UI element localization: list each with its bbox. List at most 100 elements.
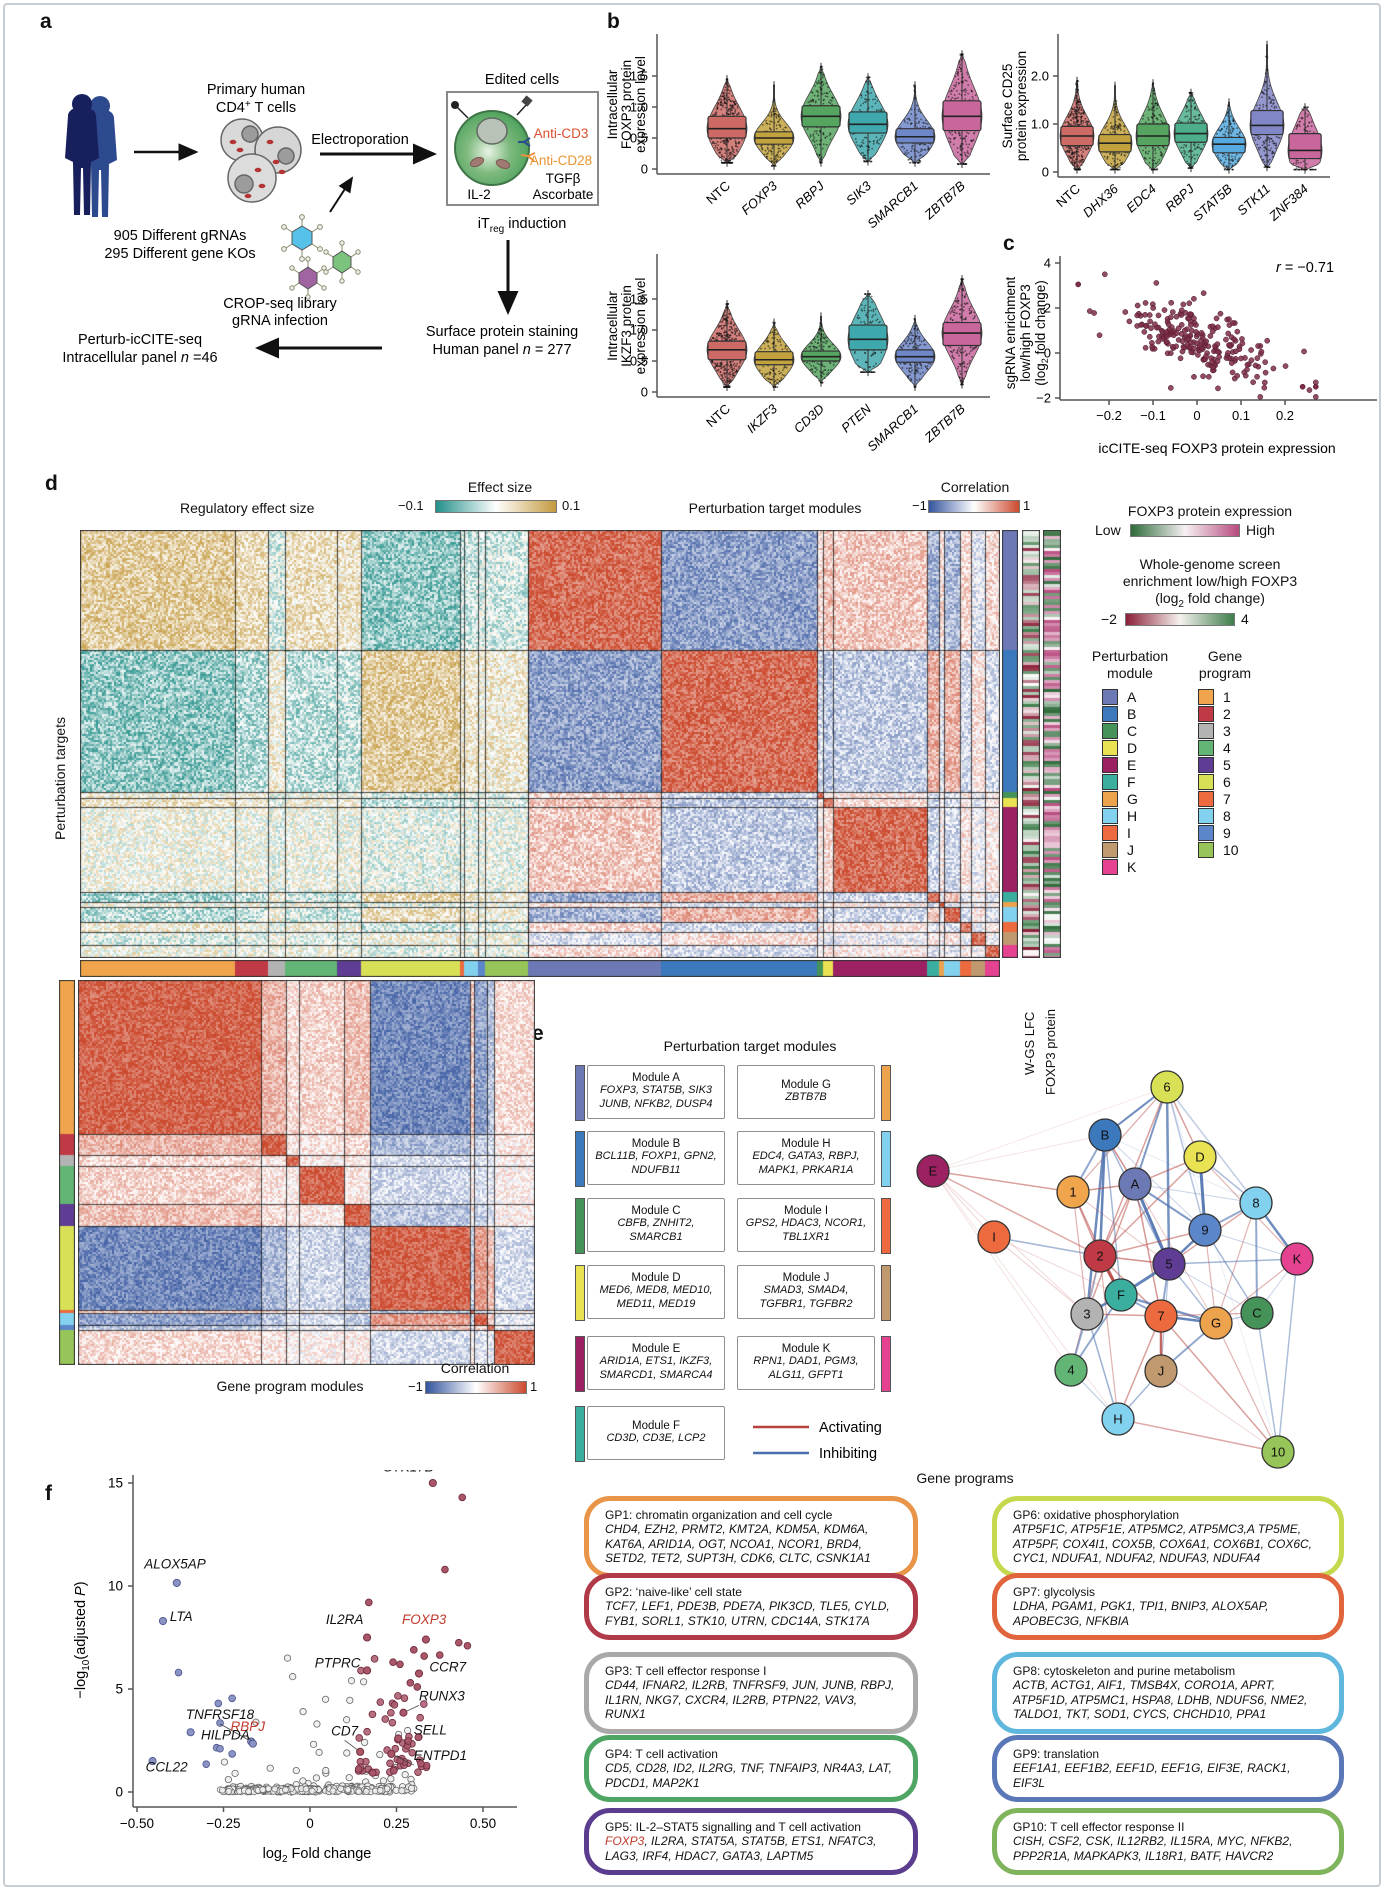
data-point [725, 322, 727, 324]
data-point [822, 365, 824, 368]
network-node-9[interactable] [1188, 1213, 1222, 1247]
data-point [1074, 121, 1077, 124]
data-point [1261, 384, 1268, 391]
data-point [868, 76, 870, 79]
data-point [733, 107, 736, 109]
network-node-7[interactable] [1144, 1299, 1178, 1333]
network-node-C[interactable] [1240, 1296, 1274, 1330]
network-edge-6-10 [1166, 1086, 1279, 1453]
network-node-4[interactable] [1054, 1353, 1088, 1387]
network-node-J[interactable] [1144, 1354, 1178, 1388]
data-point [1234, 328, 1241, 335]
network-node-1[interactable] [1056, 1175, 1090, 1209]
data-point [1270, 138, 1273, 140]
data-point [1115, 112, 1118, 114]
data-point [1273, 105, 1276, 108]
data-point [1106, 156, 1109, 159]
network-node-H[interactable] [1101, 1402, 1135, 1436]
data-point [727, 322, 729, 325]
data-point [1103, 155, 1106, 158]
category-label-NTC: NTC [703, 401, 733, 430]
data-point [1298, 125, 1301, 128]
data-point [959, 145, 962, 148]
data-point [899, 345, 902, 348]
data-point [724, 368, 726, 371]
data-point [1309, 130, 1311, 133]
module-genes: BCL11B, FOXP1, GPN2, NDUFB11 [595, 1150, 717, 1176]
data-point [1155, 117, 1158, 120]
data-point [903, 340, 906, 342]
network-node-K[interactable] [1280, 1242, 1314, 1276]
data-point [1071, 149, 1073, 152]
data-point [711, 361, 714, 364]
network-node-F[interactable] [1104, 1278, 1138, 1312]
data-point [966, 155, 969, 158]
module-color-bar [575, 1065, 585, 1121]
data-point [775, 117, 778, 119]
data-point [1151, 82, 1154, 85]
data-point [730, 161, 733, 164]
network-node-2[interactable] [1083, 1239, 1117, 1273]
data-point [731, 318, 733, 321]
network-edge-5-K [1168, 1258, 1298, 1265]
gene-program-label: 10 [1223, 841, 1239, 858]
data-point [729, 378, 732, 381]
data-point [1114, 120, 1117, 123]
network-node-10[interactable] [1261, 1435, 1295, 1469]
network-node-6[interactable] [1150, 1070, 1184, 1104]
data-point [824, 136, 827, 139]
data-point [822, 333, 825, 336]
network-node-B[interactable] [1088, 1118, 1122, 1152]
network-node-G[interactable] [1199, 1306, 1233, 1340]
data-point [820, 89, 823, 92]
network-node-5[interactable] [1152, 1247, 1186, 1281]
data-point [1228, 116, 1231, 119]
data-point [767, 148, 769, 150]
data-point [1149, 95, 1152, 97]
data-point [724, 334, 727, 337]
data-point [1076, 147, 1078, 150]
data-point [735, 149, 738, 151]
data-point [866, 99, 869, 102]
perturb-label2: Intracellular panel n =46 [62, 350, 217, 366]
data-point [910, 158, 913, 161]
perturbation-module-swatch [1102, 807, 1118, 824]
data-point [963, 151, 966, 154]
data-point [1307, 110, 1310, 112]
data-point [1106, 157, 1109, 160]
data-point [809, 134, 812, 136]
data-point [714, 365, 717, 368]
data-point [1190, 157, 1193, 160]
data-point [1314, 168, 1317, 171]
network-node-D[interactable] [1183, 1140, 1217, 1174]
data-point [715, 336, 718, 338]
data-point [720, 108, 723, 111]
data-point [723, 379, 726, 382]
data-point [1227, 132, 1229, 134]
network-node-E[interactable] [916, 1154, 950, 1188]
data-point [866, 76, 869, 79]
data-point [865, 81, 868, 83]
data-point [1219, 158, 1222, 161]
data-point [915, 369, 918, 372]
data-point [1082, 151, 1085, 153]
x-tick-label: 0.2 [1276, 408, 1294, 423]
data-point [876, 100, 879, 102]
data-point [1303, 168, 1306, 171]
data-point [908, 370, 911, 373]
network-node-A[interactable] [1118, 1167, 1152, 1201]
network-node-3[interactable] [1070, 1297, 1104, 1331]
data-point [829, 99, 832, 102]
data-point [1228, 360, 1235, 366]
network-node-I[interactable] [977, 1220, 1011, 1254]
data-point [1167, 314, 1174, 321]
data-point [809, 135, 812, 138]
data-point [299, 1777, 307, 1785]
data-point [1299, 383, 1306, 390]
data-point [922, 155, 925, 158]
network-node-8[interactable] [1239, 1186, 1273, 1220]
data-point [1119, 119, 1122, 122]
data-point [723, 373, 726, 376]
